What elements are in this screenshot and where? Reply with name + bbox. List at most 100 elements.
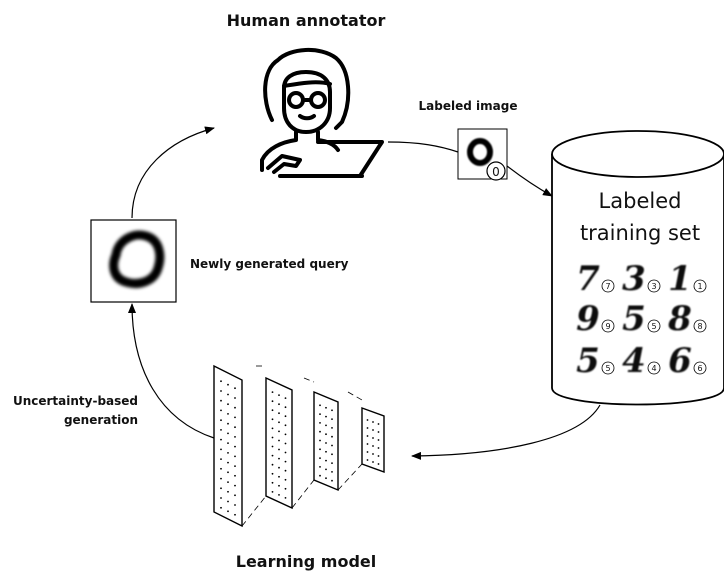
neuron-dot [372,429,374,431]
neuron-dot [220,399,222,402]
neuron-dot [377,447,380,449]
neuron-dot [372,461,374,463]
arrow-labeled-image-to-database [506,165,553,197]
neuron-dot [227,432,229,435]
neuron-dot [271,436,274,439]
neuron-dot [325,450,327,453]
neuron-dot [234,416,236,419]
neuron-dot [278,430,280,433]
neuron-dot [227,403,229,406]
neuron-dot [377,455,380,457]
digit-label-badge-text: 5 [605,364,610,373]
neuron-dot [278,466,280,469]
digit-label-badge-text: 9 [605,322,610,331]
neuron-dot [284,442,287,445]
neuron-dot [234,474,236,477]
digit-label-badge [601,319,615,333]
training-digit-glyph: 7 [576,259,600,299]
neuron-dot [325,459,327,462]
neuron-dot [271,409,274,412]
neuron-dot [278,484,280,487]
neuron-dot [227,383,229,386]
neuron-dot [284,497,287,499]
label-badge [486,161,506,181]
neuron-dot [220,458,222,460]
neuron-dot [220,467,222,470]
digit-label-badge [647,361,661,375]
neuron-dot [227,442,229,444]
digit-label-badge-text: 3 [651,282,656,291]
neuron-dot [220,477,222,480]
training-digit-glyph: 5 [622,299,646,339]
neuron-dot [284,433,287,436]
neuron-dot [319,430,321,433]
neuron-dot [220,419,222,422]
neuron-dot [325,433,327,436]
layer-connection-line [347,391,363,401]
neuron-dot [325,468,327,471]
digit-label-badge [601,361,615,375]
neuron-dot [234,465,236,467]
neuron-dot [284,424,287,427]
neuron-dot [319,448,321,451]
layer-connection-line [291,479,315,509]
neuron-dot [319,422,321,424]
generation-label-line2: generation [64,413,138,427]
neuron-dot [284,397,287,399]
neuron-dot [271,454,274,457]
training-digit-glyph: 9 [576,299,600,339]
neuron-dot [366,427,369,429]
arrow-database-to-model [411,404,601,460]
digit-label-badge [693,279,707,293]
neuron-dot [271,472,274,475]
digit-label-badge [693,319,707,333]
neuron-dot [220,409,222,412]
neuron-dot [220,497,222,499]
neuron-dot [377,423,380,425]
neuron-dot [319,474,321,477]
neuron-dot [220,390,222,392]
training-digit-glyph: 4 [622,341,646,381]
neuron-dot [271,491,274,493]
digit-label-badge [693,361,707,375]
neuron-dot [366,435,369,437]
neuron-dot [325,424,327,427]
neuron-dot [234,445,236,448]
neuron-dot [278,448,280,451]
digit-label-badge [647,319,661,333]
neuron-dot [278,494,280,496]
neuron-dot [319,466,321,468]
neuron-dot [319,439,321,442]
neuron-dot [220,429,222,431]
neuron-dot [271,400,274,403]
neuron-dot [271,463,274,466]
neuron-dot [284,406,287,409]
neuron-dot [227,481,229,483]
neuron-dot [331,418,333,420]
training-digit-glyph: 5 [576,341,600,381]
neuron-dot [377,431,380,433]
neuron-dot [278,412,280,415]
neuron-dot [271,445,274,448]
neuron-dot [284,451,287,454]
neuron-dot [331,444,333,447]
training-digit-glyph: 6 [668,341,692,381]
layer-connection-line [337,463,363,491]
neuron-dot [234,406,236,409]
digit-label-badge [601,279,615,293]
neuron-dot [372,421,374,423]
neuron-dot [271,481,274,484]
labeled-image-thumbnail: 0 [457,128,508,181]
neuron-dot [325,415,327,418]
neuron-dot [271,427,274,430]
neuron-dot [271,418,274,421]
neuron-dot [325,442,327,444]
